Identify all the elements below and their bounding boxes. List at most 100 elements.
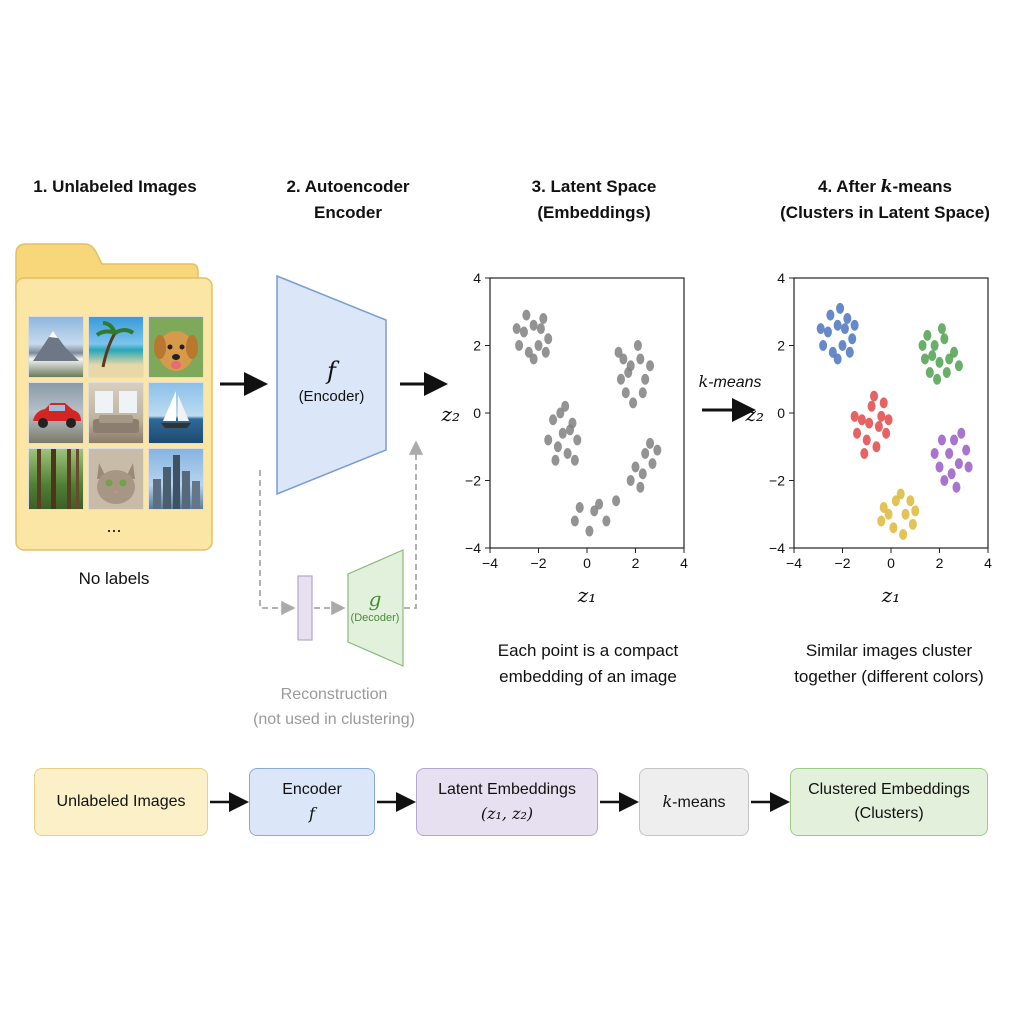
flow-arrows	[220, 274, 756, 667]
data-point	[616, 373, 625, 385]
reconstruction-line2: (not used in clustering)	[253, 711, 415, 728]
data-point	[570, 454, 579, 466]
data-point	[823, 326, 832, 338]
thumbnail-sailboat	[148, 382, 204, 444]
thumbnail-beach	[88, 316, 144, 378]
data-point	[529, 319, 538, 331]
bottleneck-block	[297, 575, 313, 641]
data-point	[575, 502, 584, 513]
step2-title: 2. Autoencoder Encoder	[248, 174, 448, 226]
plot-frame	[793, 277, 989, 549]
step3-title-line1: 3. Latent Space	[531, 177, 657, 196]
x-axis-label: z₁	[881, 583, 901, 607]
pipeline-encoder-symbol: f	[309, 804, 315, 823]
pipeline-kmeans-label: k-means	[662, 790, 725, 815]
latent-caption-line2: embedding of an image	[499, 667, 677, 686]
encoder-label: f (Encoder)	[277, 356, 386, 408]
data-point	[937, 434, 946, 446]
x-tick-label: 4	[984, 555, 992, 571]
decoder-text: (Decoder)	[350, 612, 400, 624]
step2-title-line1: 2. Autoencoder	[286, 177, 410, 196]
pipeline-kmeans-rest: -means	[672, 793, 726, 811]
y-tick-label: −2	[769, 473, 785, 489]
x-tick-label: 2	[936, 555, 944, 571]
encoder-block	[276, 274, 387, 496]
data-point	[636, 481, 645, 493]
data-point	[819, 340, 828, 351]
data-point	[836, 302, 845, 314]
data-point	[928, 350, 937, 362]
data-point	[896, 488, 905, 500]
step2-title-line2: Encoder	[313, 203, 383, 222]
y-tick-label: 0	[777, 405, 785, 421]
data-point	[884, 414, 893, 426]
data-point	[925, 367, 934, 378]
data-point	[544, 333, 553, 345]
data-point	[942, 367, 951, 378]
data-point	[857, 414, 866, 426]
data-point	[595, 498, 604, 510]
folder-caption: No labels	[78, 569, 150, 588]
data-point	[563, 448, 572, 459]
x-tick-label: −4	[786, 555, 802, 571]
data-point	[629, 397, 638, 409]
data-point	[641, 373, 650, 385]
data-point	[529, 353, 538, 365]
data-point	[522, 309, 531, 321]
pipeline-latent-embeddings: Latent Embeddings (z₁, z₂)	[416, 768, 598, 836]
data-point	[556, 407, 565, 419]
data-point	[937, 323, 946, 335]
step3-title-line2: (Embeddings)	[537, 203, 651, 222]
data-point	[899, 529, 908, 540]
data-point	[930, 448, 939, 459]
thumbnail-dog	[148, 316, 204, 378]
data-point	[879, 502, 888, 513]
reconstruction-path-in	[259, 470, 296, 616]
data-point	[602, 515, 611, 527]
data-point	[833, 353, 842, 365]
step1-title-text: 1. Unlabeled Images	[33, 177, 197, 196]
y-tick-label: 4	[473, 270, 481, 286]
reconstruction-line1: Reconstruction	[280, 686, 388, 703]
plot-frame	[489, 277, 685, 549]
step4-title-k: k	[880, 177, 893, 197]
data-point	[945, 353, 954, 365]
data-point	[930, 340, 939, 351]
data-point	[561, 400, 570, 412]
x-tick-label: 2	[632, 555, 640, 571]
data-point	[539, 313, 548, 324]
data-point	[833, 319, 842, 331]
clusters-caption-line1: Similar images cluster	[805, 641, 973, 660]
pipeline-clustered-sub: (Clusters)	[854, 805, 924, 822]
data-point	[636, 353, 645, 365]
data-point	[906, 495, 915, 507]
step4-title-line1: 4. After k-means	[760, 174, 1010, 200]
data-point	[653, 444, 662, 456]
data-point	[872, 441, 881, 453]
data-point	[940, 333, 949, 345]
data-point	[911, 505, 920, 517]
pipeline-clustered-embeddings: Clustered Embeddings (Clusters)	[790, 768, 988, 836]
x-tick-label: 0	[583, 555, 591, 571]
decoder-symbol: g	[368, 587, 382, 611]
data-point	[549, 414, 558, 426]
y-tick-label: 0	[473, 405, 481, 421]
reconstruction-note: Reconstruction (not used in clustering)	[234, 682, 434, 732]
image-folder: ...	[14, 240, 214, 552]
data-point	[884, 508, 893, 520]
y-tick-label: −4	[465, 540, 481, 556]
data-point	[614, 346, 623, 358]
data-point	[950, 434, 959, 446]
x-tick-label: 4	[680, 555, 688, 571]
data-point	[544, 434, 553, 446]
decoder-label: g (Decoder)	[340, 588, 410, 626]
clusters-caption-line2: together (different colors)	[794, 667, 984, 686]
data-point	[553, 441, 562, 453]
x-axis-label: z₁	[577, 583, 597, 607]
y-tick-label: −4	[769, 540, 785, 556]
data-point	[935, 356, 944, 368]
data-point	[920, 353, 929, 365]
data-point	[952, 481, 961, 493]
pipeline-encoder-label: Encoder	[282, 781, 342, 798]
